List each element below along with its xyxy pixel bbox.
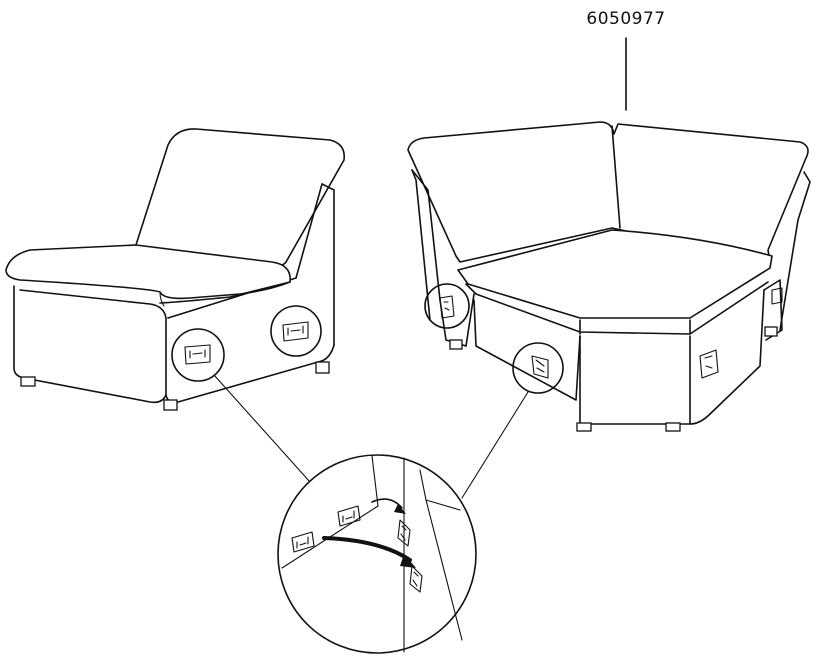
chair-back-frame <box>321 183 335 346</box>
corner-seat-corners <box>579 319 691 335</box>
corner-leg-right <box>764 326 778 337</box>
corner-base-front-right <box>689 289 765 425</box>
corner-leg-front-left <box>576 422 592 432</box>
corner-connector-circle-front <box>512 342 564 394</box>
corner-seat-cushion <box>457 229 773 319</box>
corner-right-frame <box>779 171 811 331</box>
chair-back-frame-edge <box>295 183 323 279</box>
callout-line-chair <box>213 374 311 483</box>
chair-leg-right <box>315 361 330 374</box>
corner-connector-circle-left <box>424 283 470 329</box>
corner-back-seam <box>611 125 621 229</box>
chair-connector-circle-back <box>270 305 322 357</box>
detail-arrow-upper <box>371 498 403 509</box>
chair-leg-left <box>20 376 36 387</box>
corner-section <box>407 121 811 432</box>
corner-bracket-icon-back <box>771 287 783 305</box>
corner-bracket-icon-front <box>531 355 549 379</box>
callout-line-corner <box>461 391 529 499</box>
chair-bracket-icon-front <box>184 344 211 365</box>
detail-corner-bracket-upper <box>397 519 411 547</box>
chair-seat-crease <box>159 291 165 307</box>
corner-leg-front-right <box>665 422 681 432</box>
corner-base-front-left <box>473 299 581 401</box>
chair-leg-front <box>163 399 178 411</box>
detail-corner-panel-right <box>425 499 463 641</box>
detail-chair-bracket-lower <box>291 531 315 553</box>
detail-corner-bracket-lower <box>409 565 423 593</box>
chair-connector-circle-front <box>171 328 225 382</box>
chair-side-bottom <box>165 344 335 404</box>
detail-magnifier <box>277 454 477 654</box>
corner-bracket-icon-left <box>439 295 455 319</box>
chair-bracket-icon-back <box>282 321 309 342</box>
corner-back-cushion <box>407 121 809 263</box>
corner-base-front <box>579 335 691 425</box>
corner-bracket-icon-right <box>699 349 719 379</box>
chair-front-base <box>13 285 167 404</box>
chair-back-cushion <box>134 128 346 267</box>
chair-seat-cushion <box>5 244 291 300</box>
detail-chair-panel-edge <box>281 455 379 569</box>
part-number-label: 6050977 <box>586 9 665 29</box>
corner-left-frame <box>411 169 441 301</box>
chair-seat-front-edge <box>159 281 291 304</box>
armless-chair <box>5 128 346 411</box>
detail-arrow-lower-head <box>400 554 416 568</box>
corner-leg-left <box>449 339 463 350</box>
detail-arrow-upper-head <box>394 504 406 514</box>
corner-left-frame-inner <box>411 169 431 321</box>
detail-circle <box>277 454 477 654</box>
detail-chair-bracket-upper <box>337 505 361 527</box>
